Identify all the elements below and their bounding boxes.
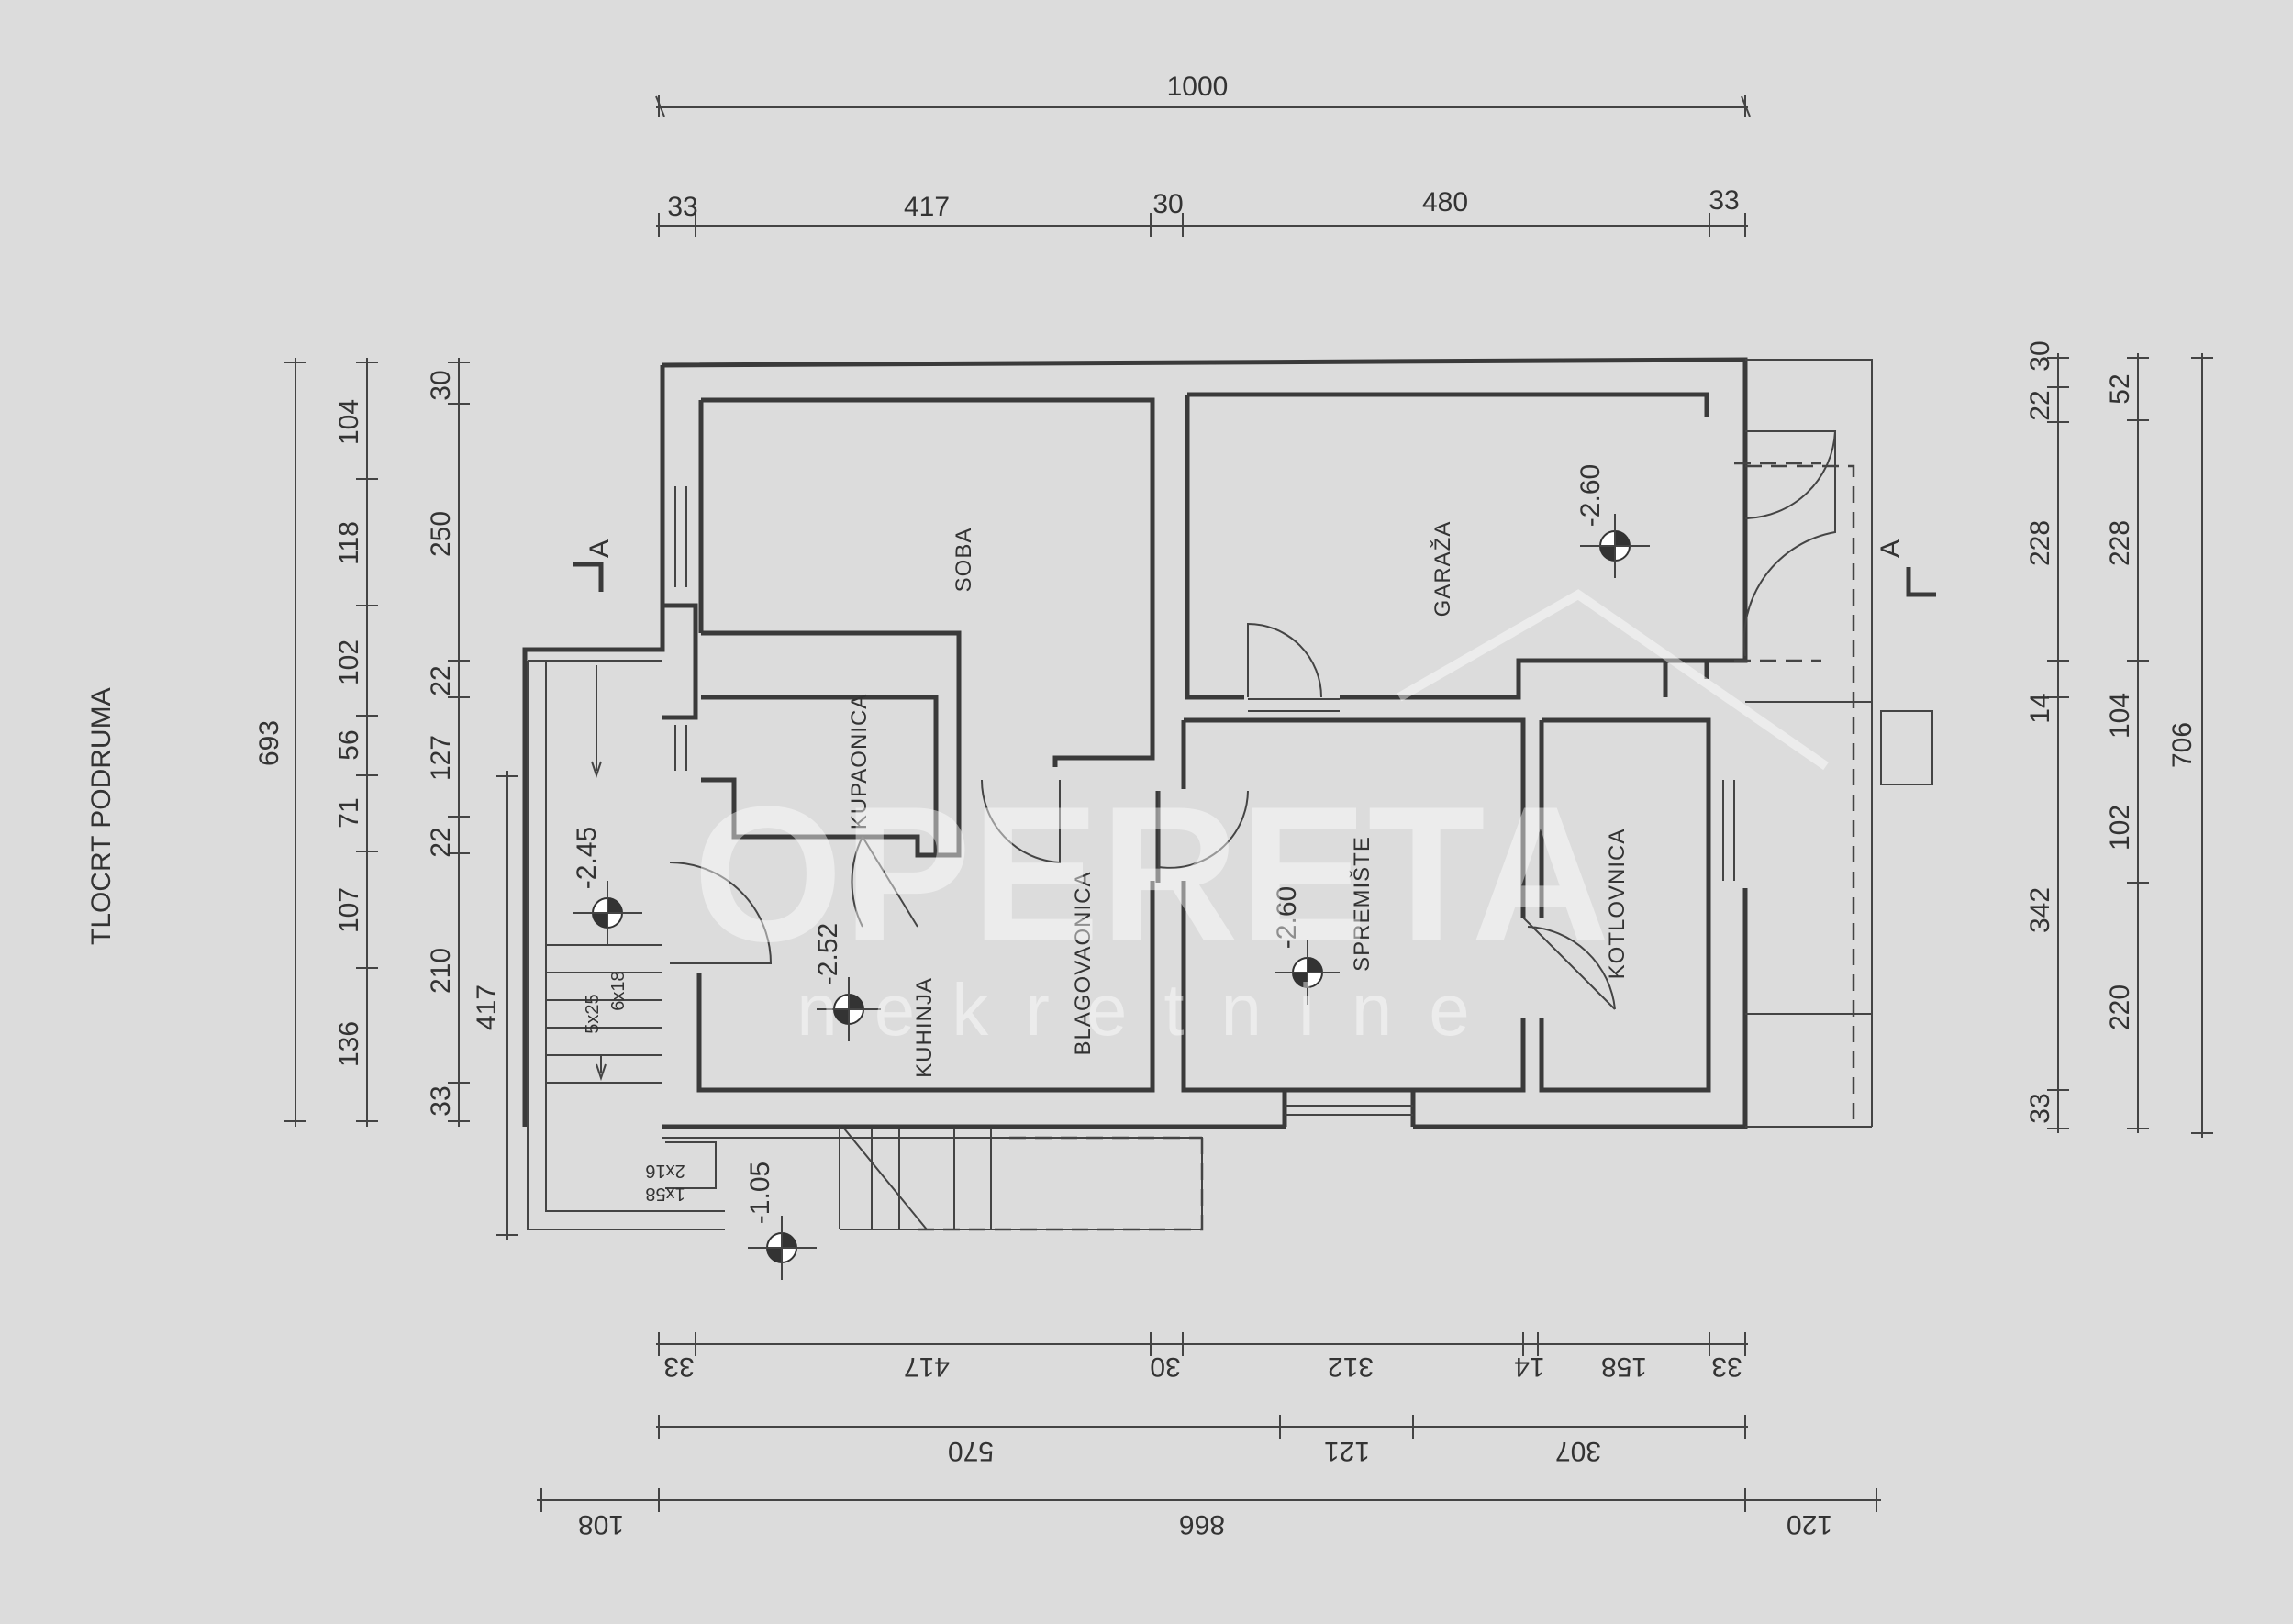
walls [522, 357, 1933, 1129]
top-dimensions: 1000 33 417 30 480 33 [655, 72, 1751, 237]
level-marker-kuhinja: -2.52 [813, 923, 881, 1041]
level-marker-entry: -1.05 [745, 1162, 817, 1280]
dim-top-1: 33 [667, 192, 697, 222]
dim-left-b3: 22 [426, 665, 456, 695]
stairs: 5x25 6x18 2x16 1x58 [527, 660, 1204, 1231]
dim-top-4: 480 [1422, 187, 1468, 217]
dim-left-b4: 127 [426, 735, 456, 781]
dim-bottom2-3: 307 [1555, 1436, 1601, 1466]
section-mark-left: A [584, 539, 615, 558]
dim-right-b3: 104 [2105, 693, 2135, 739]
section-marks: A A [573, 539, 1936, 597]
watermark: OPERETA nekretnine [693, 589, 1829, 1051]
dim-bottom1-2: 417 [904, 1351, 950, 1382]
dim-left-total: 693 [254, 720, 284, 766]
svg-text:-2.60: -2.60 [1575, 464, 1606, 527]
stair-note-2: 6x18 [608, 971, 629, 1010]
dim-right-a4: 342 [2025, 887, 2055, 933]
dim-bottom2-2: 121 [1324, 1436, 1370, 1466]
dim-bottom1-7: 33 [1711, 1351, 1742, 1382]
stair-note-4: 1x58 [645, 1184, 685, 1204]
dim-bottom3-1: 108 [578, 1509, 624, 1540]
level-markers: -2.60 -2.60 -2.52 -2.45 -1.05 [572, 464, 1650, 1280]
level-marker-stair: -2.45 [572, 827, 642, 945]
dim-left-b6: 210 [426, 948, 456, 994]
stair-note-3: 2x16 [645, 1161, 685, 1181]
room-label-blagovaonica: BLAGOVAONICA [1071, 872, 1096, 1056]
dim-left-b5: 22 [426, 827, 456, 857]
dim-left-b7: 33 [426, 1085, 456, 1116]
doors [669, 430, 1837, 1010]
left-dimensions: 693 104 118 102 56 71 107 136 30 250 22 … [254, 358, 518, 1240]
svg-text:-2.45: -2.45 [572, 827, 602, 889]
section-mark-right: A [1876, 539, 1906, 558]
svg-text:-2.52: -2.52 [813, 923, 843, 985]
dim-right-a3: 14 [2025, 693, 2055, 723]
stair-note-1: 5x25 [583, 994, 603, 1033]
svg-text:-1.05: -1.05 [745, 1162, 775, 1224]
dim-right-total: 706 [2167, 722, 2198, 768]
room-label-kupaonica: KUPAONICA [847, 694, 872, 830]
dim-bottom3-3: 120 [1787, 1509, 1832, 1540]
watermark-sub: nekretnine [796, 969, 1507, 1051]
dim-left-a6: 107 [334, 887, 364, 933]
dim-bottom1-4: 312 [1328, 1351, 1374, 1382]
room-label-spremiste: SPREMIŠTE [1349, 836, 1375, 972]
dim-left-a2: 118 [334, 521, 364, 565]
level-marker-garaza: -2.60 [1575, 464, 1650, 578]
room-label-kuhinja: KUHINJA [912, 977, 937, 1078]
dim-right-a5: 33 [2025, 1093, 2055, 1123]
right-dimensions: 30 22 228 14 342 33 52 228 104 102 220 7… [2025, 340, 2213, 1138]
room-labels: SOBA GARAŽA KUPAONICA KUHINJA BLAGOVAONI… [847, 521, 1630, 1078]
dim-right-a1: 22 [2025, 390, 2055, 420]
dim-bottom1-5: 14 [1514, 1351, 1544, 1382]
dim-bottom1-3: 30 [1150, 1351, 1180, 1382]
dim-right-b5: 220 [2105, 984, 2135, 1030]
svg-text:-2.60: -2.60 [1272, 886, 1302, 949]
dim-left-b2: 250 [426, 511, 456, 557]
room-label-garaza: GARAŽA [1430, 521, 1455, 617]
room-label-kotlovnica: KOTLOVNICA [1605, 829, 1630, 980]
dim-right-b1: 52 [2105, 373, 2135, 404]
dim-top-total: 1000 [1167, 72, 1229, 102]
room-label-soba: SOBA [952, 528, 976, 593]
bottom-dimensions: 33 417 30 312 14 158 33 570 121 307 108 … [537, 1332, 1881, 1540]
dim-top-3: 30 [1152, 189, 1183, 219]
dim-top-5: 33 [1709, 185, 1739, 216]
dim-bottom3-2: 866 [1179, 1509, 1225, 1540]
dim-left-stair: 417 [472, 984, 502, 1030]
dim-right-b4: 102 [2105, 805, 2135, 851]
dim-left-a4: 56 [334, 729, 364, 760]
dim-left-a3: 102 [334, 640, 364, 685]
dim-right-a2: 228 [2025, 520, 2055, 566]
dim-left-a5: 71 [334, 797, 364, 828]
level-marker-spremiste: -2.60 [1272, 886, 1340, 1005]
dim-left-b1: 30 [426, 370, 456, 400]
plan-title: TLOCRT PODRUMA [86, 687, 117, 945]
watermark-brand: OPERETA [693, 766, 1610, 982]
dim-bottom2-1: 570 [948, 1436, 994, 1466]
dim-left-a1: 104 [334, 399, 364, 445]
dim-right-a-top: 30 [2025, 340, 2055, 371]
dim-left-a7: 136 [334, 1021, 364, 1067]
dim-top-2: 417 [904, 192, 950, 222]
dim-bottom1-6: 158 [1601, 1351, 1647, 1382]
dim-bottom1-1: 33 [663, 1351, 694, 1382]
dim-right-b2: 228 [2105, 520, 2135, 566]
